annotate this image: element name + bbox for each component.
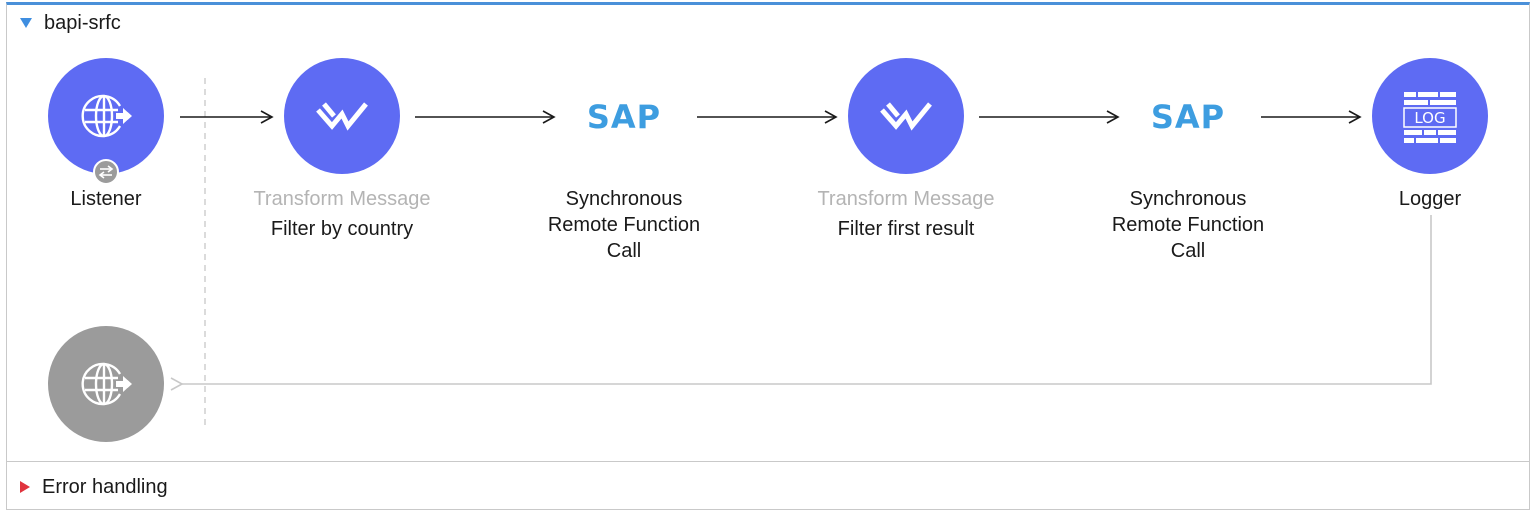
sap-srfc-label: Synchronous Remote Function Call (504, 186, 744, 264)
transform-name: Filter first result (837, 218, 975, 240)
logger-label: Logger (1310, 186, 1534, 212)
sap-label-line: Synchronous (1129, 188, 1247, 210)
transform-kind: Transform Message (817, 188, 995, 210)
log-icon: LOG (1403, 92, 1457, 143)
globe-arrow-icon (81, 362, 132, 406)
transform-label: Transform Message Filter by country (222, 186, 462, 242)
sap-srfc-component[interactable]: SAP (1130, 87, 1246, 147)
sap-label-line: Remote Function (1111, 214, 1265, 236)
transform-kind: Transform Message (253, 188, 431, 210)
transform-name: Filter by country (270, 218, 414, 240)
dataweave-icon (880, 102, 932, 131)
logger-component[interactable]: LOG (1372, 58, 1488, 174)
listener-response-component[interactable] (48, 326, 164, 442)
sap-label-line: Synchronous (565, 188, 683, 210)
flow-title: bapi-srfc (44, 11, 121, 34)
flow-header[interactable]: bapi-srfc (20, 10, 121, 36)
globe-arrow-icon (81, 94, 132, 138)
collapse-triangle-icon[interactable] (20, 18, 32, 28)
listener-label: Listener (0, 186, 226, 212)
expand-triangle-icon[interactable] (20, 481, 30, 493)
sap-label-line: Call (606, 240, 642, 262)
sap-srfc-component[interactable]: SAP (566, 87, 682, 147)
exchange-badge-icon (93, 159, 119, 185)
dataweave-icon (316, 102, 368, 131)
listener-component[interactable] (48, 58, 164, 174)
sap-srfc-label: Synchronous Remote Function Call (1068, 186, 1308, 264)
svg-text:LOG: LOG (1414, 109, 1445, 127)
transform-label: Transform Message Filter first result (786, 186, 1026, 242)
sap-logo-icon: SAP (586, 98, 662, 136)
sap-logo-icon: SAP (1150, 98, 1226, 136)
logger-name: Logger (1398, 188, 1462, 210)
sap-label-line: Remote Function (547, 214, 701, 236)
transform-message-filter-first-result[interactable] (848, 58, 964, 174)
flow-container (6, 2, 1530, 510)
error-handling-header[interactable]: Error handling (20, 474, 168, 500)
sap-label-line: Call (1170, 240, 1206, 262)
listener-name: Listener (70, 188, 142, 210)
transform-message-filter-by-country[interactable] (284, 58, 400, 174)
error-handling-title: Error handling (42, 475, 168, 498)
section-divider (7, 461, 1529, 462)
response-return-line (170, 215, 1432, 391)
